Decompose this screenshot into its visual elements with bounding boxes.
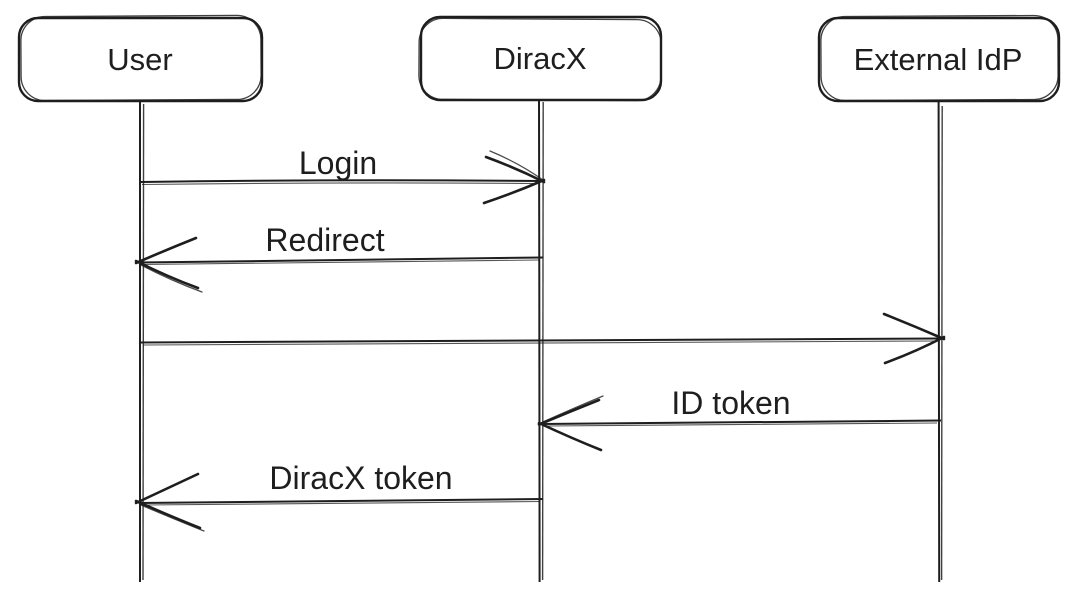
lifeline-external-idp	[937, 100, 943, 583]
actor-label-user: User	[107, 42, 172, 77]
actor-label-external-idp: External IdP	[854, 42, 1023, 77]
message-arrow-login: Login	[140, 145, 546, 205]
message-label-login: Login	[299, 145, 377, 181]
arrowhead-right-icon	[882, 312, 946, 341]
actor-box-external-idp: External IdP	[817, 14, 1061, 103]
arrowhead-right-icon	[484, 155, 546, 184]
message-arrow-diracx-token: DiracX token	[134, 460, 544, 532]
message-arrow-user-to-external-idp	[140, 312, 946, 365]
message-label-id-token: ID token	[671, 385, 790, 421]
actor-box-diracx: DiracX	[418, 15, 663, 102]
arrowhead-left-icon	[537, 398, 601, 426]
actor-box-user: User	[17, 14, 264, 103]
arrowhead-left-icon	[134, 236, 198, 265]
actor-label-diracx: DiracX	[493, 41, 586, 76]
arrowhead-left-icon	[134, 472, 200, 505]
message-arrow-redirect: Redirect	[134, 222, 544, 293]
message-label-redirect: Redirect	[265, 222, 384, 258]
message-label-diracx-token: DiracX token	[269, 460, 452, 496]
message-arrow-id-token: ID token	[537, 385, 942, 452]
